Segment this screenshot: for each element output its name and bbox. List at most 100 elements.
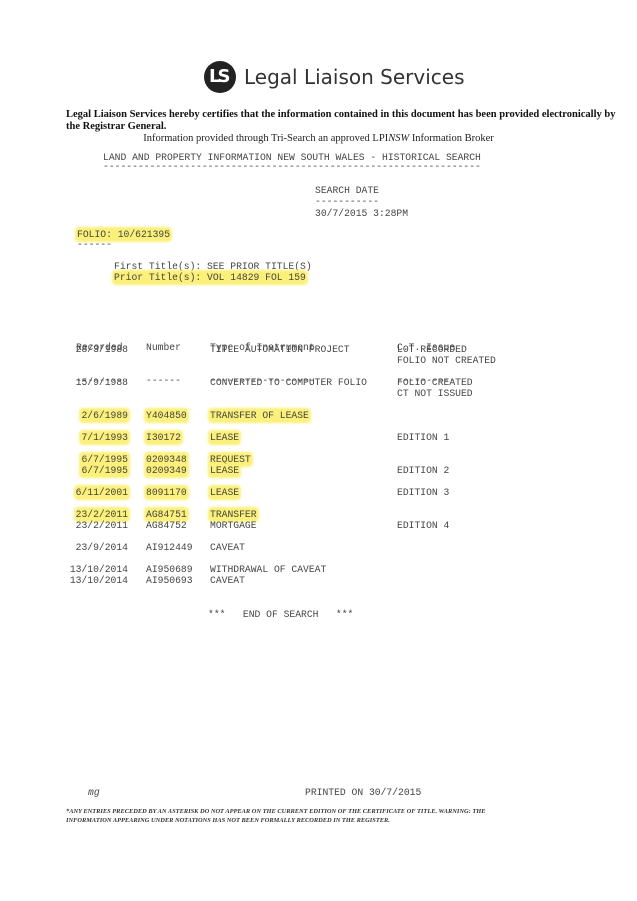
instrument-type: LEASE xyxy=(210,487,397,498)
table-row: 23/2/2011 AG84751 TRANSFER xyxy=(66,509,566,520)
instrument-number-text: Y404850 xyxy=(146,410,187,421)
instrument-type-text: CONVERTED TO COMPUTER FOLIO xyxy=(210,377,367,388)
end-of-search: *** END OF SEARCH *** xyxy=(208,609,354,620)
entry-group: 7/1/1993 I30172 LEASE EDITION 1 xyxy=(66,432,566,443)
recorded-date-text: 28/3/1988 xyxy=(75,344,128,355)
instrument-number-text: AG84752 xyxy=(146,520,187,531)
instrument-number: AI950689 xyxy=(146,564,210,575)
recorded-date: 28/3/1988 xyxy=(66,344,128,355)
table-row: CT NOT ISSUED xyxy=(66,388,566,399)
table-row: 23/2/2011 AG84752 MORTGAGE EDITION 4 xyxy=(66,520,566,531)
instrument-type-text: TRANSFER xyxy=(210,509,257,520)
instrument-number-text: AI950693 xyxy=(146,575,193,586)
table-row: 7/1/1993 I30172 LEASE EDITION 1 xyxy=(66,432,566,443)
rule-type: ------------------ xyxy=(210,375,315,386)
instrument-number-text: AI950689 xyxy=(146,564,193,575)
recorded-date: 23/2/2011 xyxy=(66,509,128,520)
printed-on: PRINTED ON 30/7/2015 xyxy=(305,787,422,798)
instrument-number-text: 0209348 xyxy=(146,454,187,465)
disclaimer-line-2: INFORMATION APPEARING UNDER NOTATIONS HA… xyxy=(66,817,390,824)
prior-title: Prior Title(s): VOL 14829 FOL 159 xyxy=(114,272,306,283)
instrument-type-text: WITHDRAWAL OF CAVEAT xyxy=(210,564,327,575)
instrument-number-text: AI912449 xyxy=(146,542,193,553)
recorded-date-text: 13/10/2014 xyxy=(69,575,128,586)
recorded-date: 6/7/1995 xyxy=(66,465,128,476)
instrument-number xyxy=(146,355,210,366)
instrument-type: WITHDRAWAL OF CAVEAT xyxy=(210,564,397,575)
heading-rule: ----------------------------------------… xyxy=(103,161,481,172)
folio-rule: ------ xyxy=(77,239,112,250)
instrument-number: I30172 xyxy=(146,432,210,443)
recorded-date-text: 7/1/1993 xyxy=(81,432,128,443)
ct-issue-text: EDITION 3 xyxy=(397,487,450,498)
search-date-rule: ----------- xyxy=(315,196,379,207)
recorded-date-text: 23/2/2011 xyxy=(75,509,128,520)
ct-issue: EDITION 1 xyxy=(397,432,449,443)
recorded-date xyxy=(66,388,128,399)
recorded-date: 13/10/2014 xyxy=(66,564,128,575)
instrument-number: 8091170 xyxy=(146,487,210,498)
instrument-number-text: AG84751 xyxy=(146,509,187,520)
instrument-type-text: TITLE AUTOMATION PROJECT xyxy=(210,344,350,355)
column-headers: Recorded Number Type of Instrument C.T. … xyxy=(66,320,566,397)
table-row: 13/10/2014 AI950689 WITHDRAWAL OF CAVEAT xyxy=(66,564,566,575)
instrument-number-text: I30172 xyxy=(146,432,181,443)
table-row: FOLIO NOT CREATED xyxy=(66,355,566,366)
instrument-type: TITLE AUTOMATION PROJECT xyxy=(210,344,397,355)
ct-issue-text: FOLIO CREATED xyxy=(397,377,473,388)
recorded-date-text: 2/6/1989 xyxy=(81,410,128,421)
folio-label: FOLIO: 10/621395 xyxy=(77,229,171,240)
ct-issue-text: EDITION 4 xyxy=(397,520,450,531)
recorded-date-text: 6/11/2001 xyxy=(75,487,128,498)
rule-ct-issue: ---------- xyxy=(397,375,456,386)
info-emph: NSW xyxy=(388,133,410,144)
instrument-type: LEASE xyxy=(210,432,397,443)
instrument-type xyxy=(210,388,397,399)
search-date-label: SEARCH DATE xyxy=(315,185,379,196)
recorded-date-text: 23/9/2014 xyxy=(75,542,128,553)
ct-issue: FOLIO CREATED xyxy=(397,377,473,388)
rule-number: ------ xyxy=(146,375,181,386)
recorded-date-text: 23/2/2011 xyxy=(75,520,128,531)
instrument-type xyxy=(210,355,397,366)
instrument-type-text: LEASE xyxy=(210,432,240,443)
instrument-type-text: LEASE xyxy=(210,487,240,498)
disclaimer-line-1: *ANY ENTRIES PRECEDED BY AN ASTERISK DO … xyxy=(66,808,486,815)
instrument-type: LEASE xyxy=(210,465,397,476)
info-prefix: Information provided through Tri-Search … xyxy=(143,133,389,144)
recorded-date: 7/1/1993 xyxy=(66,432,128,443)
ct-issue: CT NOT ISSUED xyxy=(397,388,473,399)
instrument-type: TRANSFER xyxy=(210,509,397,520)
recorded-date-text: 6/7/1995 xyxy=(81,465,128,476)
ct-issue-text: EDITION 1 xyxy=(397,432,450,443)
recorded-date-text: 13/10/2014 xyxy=(69,564,128,575)
instrument-type: CAVEAT xyxy=(210,575,397,586)
instrument-number: AI950693 xyxy=(146,575,210,586)
info-suffix: Information Broker xyxy=(409,133,494,144)
table-row: 2/6/1989 Y404850 TRANSFER OF LEASE xyxy=(66,410,566,421)
instrument-type: MORTGAGE xyxy=(210,520,397,531)
instrument-type-text: REQUEST xyxy=(210,454,251,465)
recorded-date: 15/9/1988 xyxy=(66,377,128,388)
instrument-type: TRANSFER OF LEASE xyxy=(210,410,397,421)
instrument-type-text: MORTGAGE xyxy=(210,520,257,531)
instrument-type: CONVERTED TO COMPUTER FOLIO xyxy=(210,377,397,388)
instrument-number xyxy=(146,344,210,355)
first-title: First Title(s): SEE PRIOR TITLE(S) xyxy=(114,261,312,272)
recorded-date: 13/10/2014 xyxy=(66,575,128,586)
report-heading: LAND AND PROPERTY INFORMATION NEW SOUTH … xyxy=(103,152,481,163)
recorded-date: 23/2/2011 xyxy=(66,520,128,531)
rule-recorded: -------- xyxy=(76,375,123,386)
instrument-type: CAVEAT xyxy=(210,542,397,553)
table-row: 23/9/2014 AI912449 CAVEAT xyxy=(66,542,566,553)
disclaimer: *ANY ENTRIES PRECEDED BY AN ASTERISK DO … xyxy=(66,807,486,825)
table-row: 13/10/2014 AI950693 CAVEAT xyxy=(66,575,566,586)
recorded-date xyxy=(66,355,128,366)
instrument-number: AG84752 xyxy=(146,520,210,531)
logo-text: Legal Liaison Services xyxy=(244,65,465,89)
info-line: Information provided through Tri-Search … xyxy=(0,133,637,144)
entry-group: 23/9/2014 AI912449 CAVEAT xyxy=(66,542,566,553)
